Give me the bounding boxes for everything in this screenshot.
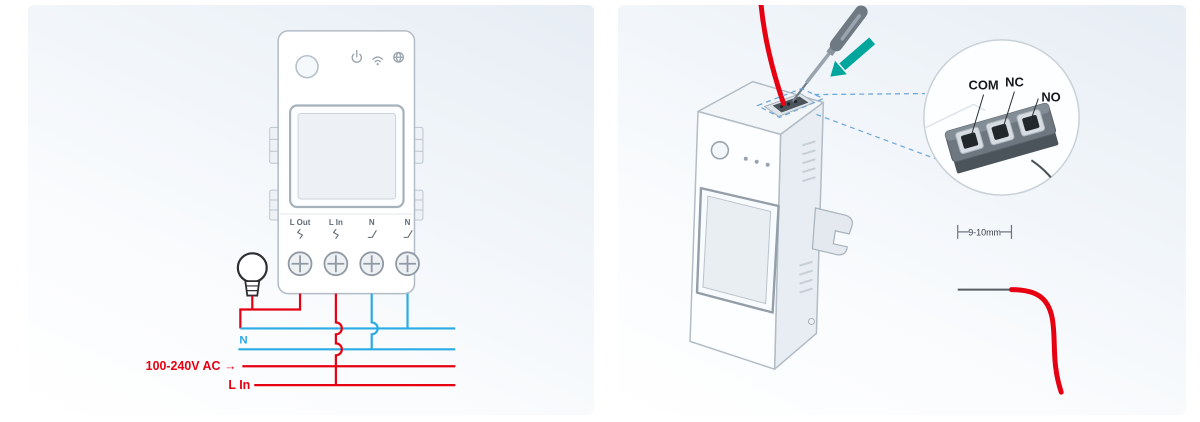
terminal-port-hole [1022, 114, 1040, 132]
com-terminal-label: COM [969, 78, 999, 93]
mounting-clip [811, 207, 853, 256]
nc-leader-line [1003, 91, 1015, 127]
device-button [710, 141, 730, 160]
light-bulb-icon [236, 252, 268, 297]
neutral-line-label: N [239, 334, 247, 346]
zoom-context-lines [923, 103, 986, 130]
vent-slots [799, 260, 813, 294]
insert-direction-arrow-icon [830, 37, 876, 77]
terminal-hole [786, 102, 791, 106]
neutral-wire-supply-drop [370, 293, 379, 350]
supply-voltage-label: 100-240V AC → [146, 359, 237, 373]
din-clip-icon [413, 126, 424, 164]
clip-ridges [269, 138, 279, 152]
display-screen [297, 112, 397, 200]
live-wire-load-out [252, 293, 302, 311]
clip-ridges [269, 199, 279, 211]
vent-slots [802, 140, 816, 183]
no-terminal-label: NO [1041, 90, 1060, 105]
clip-ridges [413, 199, 423, 211]
display-screen [702, 195, 772, 305]
terminal-screws [287, 251, 420, 277]
terminal-hole [793, 99, 798, 104]
live-wire-supply-drop [334, 293, 343, 386]
installation-diagram: COM NC NO 9-10mm [689, 5, 1080, 395]
terminal-hole [779, 104, 784, 109]
zoom-leader-bottom [816, 113, 938, 160]
screw-slot [327, 255, 345, 273]
block-front-face [954, 131, 1059, 174]
terminal-label: N [405, 218, 411, 227]
zoom-leader-top [814, 92, 925, 96]
side-clips [269, 126, 424, 221]
screwdriver-icon [791, 5, 868, 103]
wire-insulation-red [1008, 287, 1064, 395]
device-button [295, 54, 319, 79]
live-breaker-symbol-icon [297, 228, 303, 239]
neutral-switch-symbol-icon [367, 230, 377, 238]
terminal-block-zoom [944, 102, 1059, 174]
zoom-source-outline [756, 87, 825, 119]
zoom-detail-circle: COM NC NO [923, 39, 1080, 196]
screw-slot [291, 255, 309, 273]
clip-ridges [413, 138, 423, 152]
strip-length-gauge [957, 224, 1013, 239]
sensor-wire-live [758, 5, 787, 107]
screw-slot [399, 255, 416, 273]
network-indicator-icon [393, 51, 404, 63]
live-breaker-symbol-icon [332, 228, 339, 239]
terminal-port-hole [991, 123, 1009, 140]
power-indicator-icon [351, 49, 362, 63]
sensor-terminal-block [772, 96, 809, 113]
led-indicators [743, 156, 770, 167]
installation-detail-panel: COM NC NO 9-10mm [618, 5, 1186, 415]
din-clip-icon [269, 126, 280, 164]
neutral-switch-symbol-icon [403, 230, 413, 238]
din-clip-icon [269, 189, 280, 221]
terminal-label: N [369, 218, 375, 227]
strip-length-label: 9-10mm [968, 227, 1001, 237]
device-front-view: L Out L In N N [269, 30, 424, 295]
nc-terminal-label: NC [1005, 75, 1024, 90]
wiring-diagram-panel: L Out L In N N [28, 5, 594, 415]
din-clip-icon [413, 189, 424, 221]
screw-slot [363, 255, 381, 273]
device-perspective-view [689, 80, 853, 370]
live-wire-bulb-return [239, 308, 253, 329]
no-leader-line [1029, 98, 1039, 122]
line-in-label: L In [228, 378, 250, 392]
com-leader-line [971, 94, 985, 135]
stripped-wire-illustration [957, 287, 1064, 395]
wiring-diagram: L Out L In N N [146, 30, 456, 392]
wifi-indicator-icon [372, 56, 384, 66]
terminal-port-hole [961, 132, 979, 149]
screw-hole [807, 317, 815, 325]
terminal-label: L Out [290, 218, 311, 227]
terminal-label: L In [329, 218, 343, 227]
